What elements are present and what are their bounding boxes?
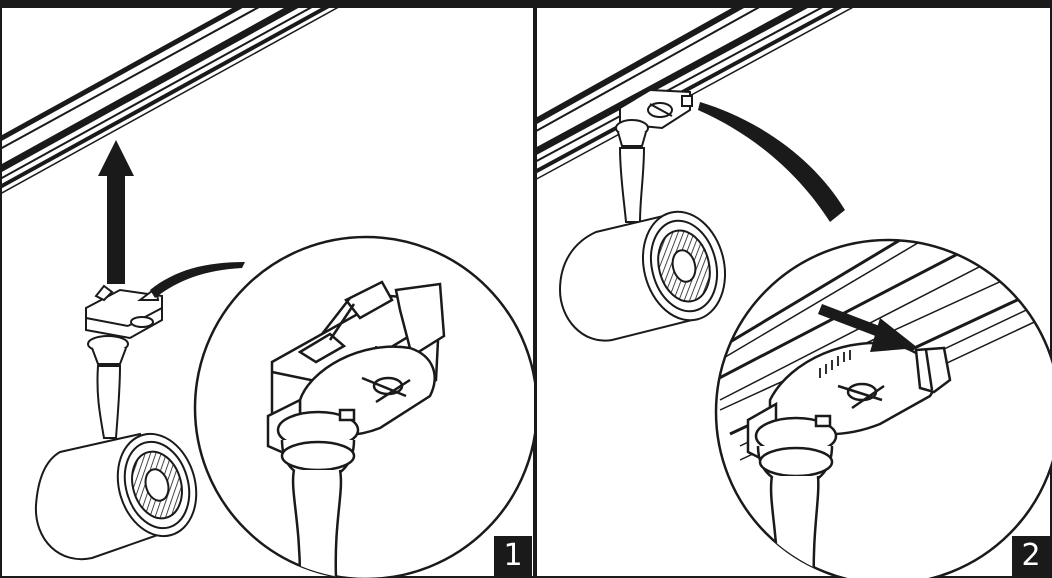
spotlight-small-1 [34, 335, 198, 561]
spotlight-small-2 [558, 119, 727, 342]
up-arrow [98, 140, 134, 284]
track-rail-1 [0, 7, 341, 195]
adapter-zoom-1 [266, 280, 446, 578]
adapter-zoom-2 [716, 240, 1052, 578]
track-rail-2 [536, 7, 855, 181]
panel-1 [0, 7, 534, 578]
callout-connector-2 [698, 102, 845, 222]
callout-connector-1 [150, 262, 245, 298]
step-number-2: 2 [1012, 536, 1050, 576]
step-number-1: 1 [494, 536, 532, 576]
panel-2 [536, 7, 1052, 578]
adapter-small-1 [85, 284, 163, 340]
panel-frame-1 [0, 3, 535, 578]
panel-frame-2 [535, 3, 1052, 578]
right-arrow [818, 304, 918, 352]
adapter-small-2 [619, 88, 693, 130]
